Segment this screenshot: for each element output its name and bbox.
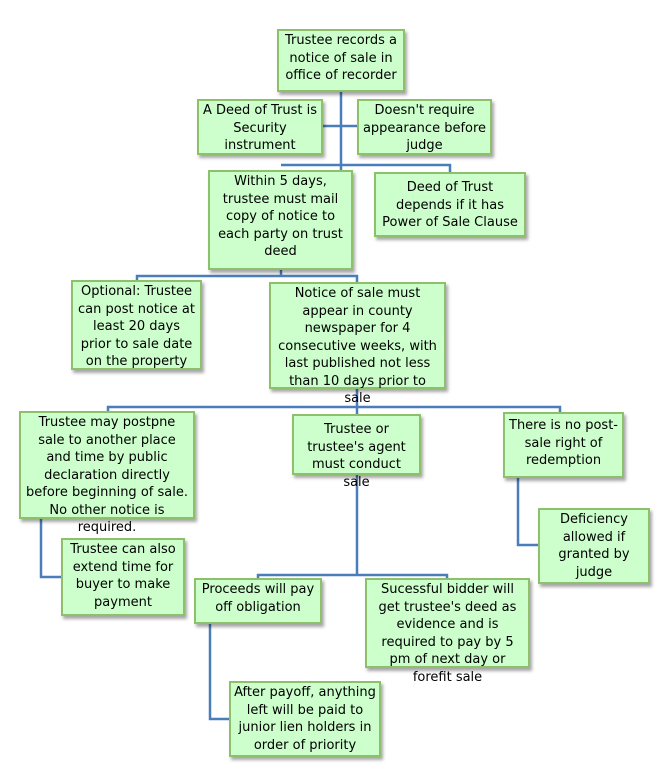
node-security-instrument: A Deed of Trust is Security instrument — [197, 99, 323, 155]
node-proceeds-text: Proceeds will pay off obligation — [201, 582, 315, 615]
node-power-of-sale: Deed of Trust depends if it has Power of… — [374, 172, 526, 237]
connector-conduct-to-level5 — [256, 475, 449, 578]
node-newspaper-notice: Notice of sale must appear in county new… — [269, 282, 446, 406]
node-proceeds: Proceeds will pay off obligation — [194, 578, 322, 624]
connector-proceeds-to-junior — [208, 624, 229, 721]
node-mail-notice-text: Within 5 days, trustee must mail copy of… — [218, 174, 343, 259]
node-no-redemption-text: There is no post-sale right of redemptio… — [509, 418, 618, 468]
node-deficiency: Deficiency allowed if granted by judge — [538, 508, 650, 584]
node-no-judge: Doesn't require appearance before judge — [357, 99, 492, 155]
node-postpone-sale: Trustee may postpne sale to another plac… — [19, 411, 195, 535]
node-newspaper-notice-text: Notice of sale must appear in county new… — [278, 286, 437, 406]
node-mail-notice: Within 5 days, trustee must mail copy of… — [208, 170, 353, 270]
node-optional-post: Optional: Trustee can post notice at lea… — [71, 280, 202, 370]
node-successful-bidder-text: Sucessful bidder will get trustee's deed… — [378, 582, 517, 685]
node-no-judge-text: Doesn't require appearance before judge — [362, 103, 487, 153]
node-junior-liens-text: After payoff, anything left will be paid… — [234, 685, 376, 753]
connector-mail-to-level3 — [135, 270, 359, 282]
node-conduct-sale: Trustee or trustee's agent must conduct … — [292, 414, 421, 490]
node-records-notice: Trustee records a notice of sale in offi… — [277, 29, 405, 92]
node-postpone-sale-text: Trustee may postpne sale to another plac… — [26, 415, 188, 535]
connector-newspaper-to-level4 — [106, 389, 562, 414]
node-successful-bidder: Sucessful bidder will get trustee's deed… — [365, 578, 530, 685]
node-extend-time-text: Trustee can also extend time for buyer t… — [70, 542, 176, 610]
node-security-instrument-text: A Deed of Trust is Security instrument — [202, 103, 318, 153]
node-extend-time: Trustee can also extend time for buyer t… — [61, 538, 185, 616]
connector-postpone-to-extend — [39, 519, 61, 579]
node-power-of-sale-text: Deed of Trust depends if it has Power of… — [382, 180, 518, 230]
node-conduct-sale-text: Trustee or trustee's agent must conduct … — [307, 422, 406, 490]
node-junior-liens: After payoff, anything left will be paid… — [229, 681, 381, 757]
node-records-notice-text: Trustee records a notice of sale in offi… — [284, 33, 397, 83]
node-optional-post-text: Optional: Trustee can post notice at lea… — [78, 284, 195, 369]
node-deficiency-text: Deficiency allowed if granted by judge — [558, 512, 630, 580]
node-no-redemption: There is no post-sale right of redemptio… — [503, 412, 624, 478]
connector-power-of-sale — [281, 163, 452, 172]
connector-redemption-to-deficiency — [516, 478, 538, 547]
